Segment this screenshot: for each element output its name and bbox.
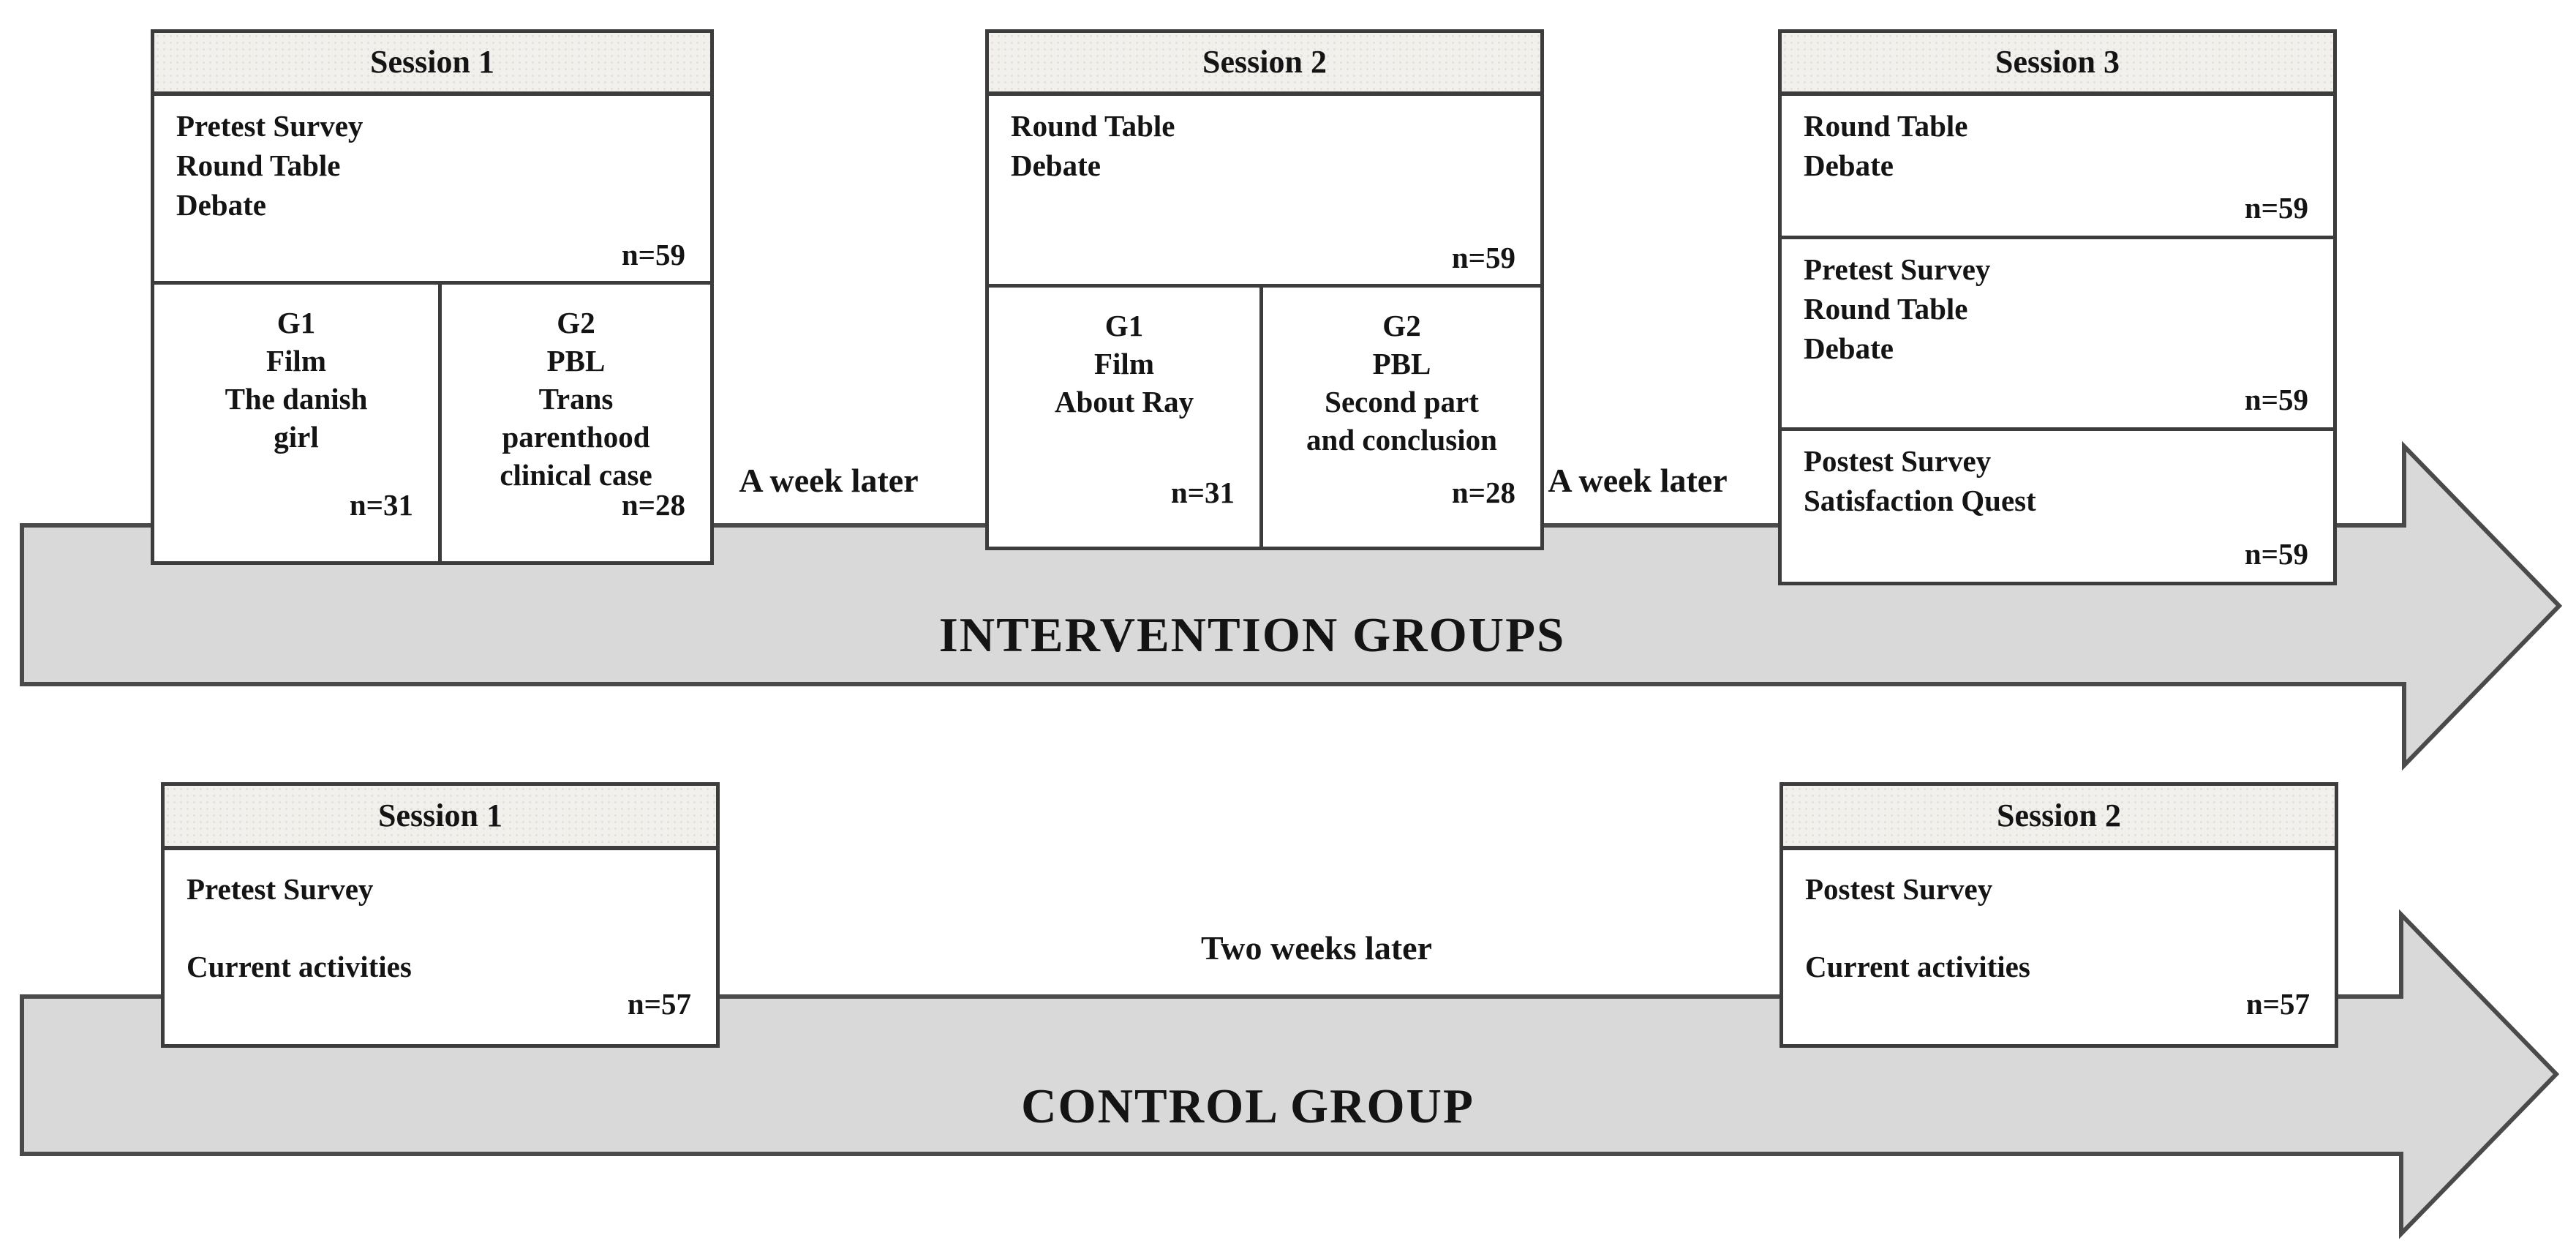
session3-section-3: Postest Survey Satisfaction Quest n=59 — [1782, 431, 2333, 582]
control-group-label: CONTROL GROUP — [1021, 1079, 1475, 1133]
session2-group1-box: G1 Film About Ray n=31 — [989, 288, 1263, 547]
session2-group2-box: G2 PBL Second part and conclusion n=28 — [1263, 288, 1540, 547]
sample-size: n=59 — [2244, 383, 2308, 416]
activity-line: Pretest Survey — [176, 109, 364, 143]
control-session1-box: Session 1 Pretest Survey Current activit… — [161, 782, 720, 1048]
spacer — [187, 909, 690, 947]
activity-line: Debate — [1011, 149, 1101, 182]
sample-size: n=28 — [1451, 476, 1515, 509]
group-line: Film — [266, 344, 326, 378]
gap-label-week-later-2: A week later — [1548, 462, 1728, 499]
session2-header: Session 2 — [989, 33, 1540, 96]
control-session2-header: Session 2 — [1783, 786, 2335, 850]
group-line: clinical case — [500, 458, 652, 492]
control-timeline-arrow — [20, 909, 2560, 1239]
session1-group1-box: G1 Film The danish girl n=31 — [154, 285, 442, 561]
activity-line: Debate — [1804, 149, 1894, 182]
intervention-session1-box: Session 1 Pretest Survey Round Table Deb… — [151, 29, 714, 565]
activity-line: Postest Survey — [1805, 872, 1993, 906]
gap-label-two-weeks-later: Two weeks later — [1201, 929, 1432, 967]
group-line: Trans — [538, 382, 614, 416]
group-line: Second part — [1325, 385, 1479, 419]
session3-section-2: Pretest Survey Round Table Debate n=59 — [1782, 239, 2333, 431]
session2-groups-row: G1 Film About Ray n=31 G2 PBL Second par… — [989, 288, 1540, 547]
spacer — [1805, 909, 2308, 947]
session1-activities: Pretest Survey Round Table Debate n=59 — [154, 96, 710, 285]
group-line: parenthood — [502, 420, 650, 454]
activity-line: Round Table — [1804, 292, 1968, 326]
sample-size: n=59 — [2244, 191, 2308, 225]
activity-line: Round Table — [176, 149, 341, 182]
group-line: G1 — [1104, 309, 1144, 342]
group-line: PBL — [1372, 347, 1431, 380]
activity-line: Current activities — [1805, 950, 2030, 983]
intervention-session3-box: Session 3 Round Table Debate n=59 Pretes… — [1778, 29, 2337, 585]
intervention-groups-label: INTERVENTION GROUPS — [938, 608, 1566, 662]
sample-size: n=59 — [1451, 241, 1515, 274]
session1-header: Session 1 — [154, 33, 710, 96]
group-line: girl — [274, 420, 319, 454]
activity-line: Debate — [176, 188, 266, 222]
control-session2-activities: Postest Survey Current activities n=57 — [1783, 850, 2335, 1040]
session1-group2-box: G2 PBL Trans parenthood clinical case n=… — [442, 285, 710, 561]
session3-section-1: Round Table Debate n=59 — [1782, 96, 2333, 239]
group-line: Film — [1094, 347, 1154, 380]
gap-label-week-later-1: A week later — [739, 462, 919, 499]
group-line: G1 — [276, 306, 316, 340]
activity-line: Debate — [1804, 331, 1894, 365]
group-line: About Ray — [1054, 385, 1194, 419]
sample-size: n=59 — [2244, 537, 2308, 571]
activity-line: Pretest Survey — [187, 872, 374, 906]
sample-size: n=31 — [1170, 476, 1235, 509]
activity-line: Postest Survey — [1804, 444, 1992, 478]
control-session1-activities: Pretest Survey Current activities n=57 — [165, 850, 716, 1040]
sample-size: n=31 — [349, 488, 413, 522]
sample-size: n=28 — [621, 488, 685, 522]
session3-header: Session 3 — [1782, 33, 2333, 96]
group-line: and conclusion — [1306, 423, 1497, 457]
sample-size: n=57 — [627, 987, 691, 1021]
activity-line: Satisfaction Quest — [1804, 484, 2036, 517]
session1-groups-row: G1 Film The danish girl n=31 G2 PBL Tran… — [154, 285, 710, 561]
group-line: G2 — [1382, 309, 1421, 342]
control-session2-box: Session 2 Postest Survey Current activit… — [1780, 782, 2338, 1048]
session2-activities: Round Table Debate n=59 — [989, 96, 1540, 288]
control-session1-header: Session 1 — [165, 786, 716, 850]
sample-size: n=59 — [621, 238, 685, 271]
sample-size: n=57 — [2245, 987, 2310, 1021]
activity-line: Current activities — [187, 950, 412, 983]
activity-line: Pretest Survey — [1804, 252, 1991, 286]
group-line: G2 — [557, 306, 595, 340]
intervention-session2-box: Session 2 Round Table Debate n=59 G1 Fil… — [985, 29, 1544, 550]
activity-line: Round Table — [1804, 109, 1968, 143]
group-line: The danish — [225, 382, 368, 416]
activity-line: Round Table — [1011, 109, 1175, 143]
group-line: PBL — [546, 344, 606, 378]
